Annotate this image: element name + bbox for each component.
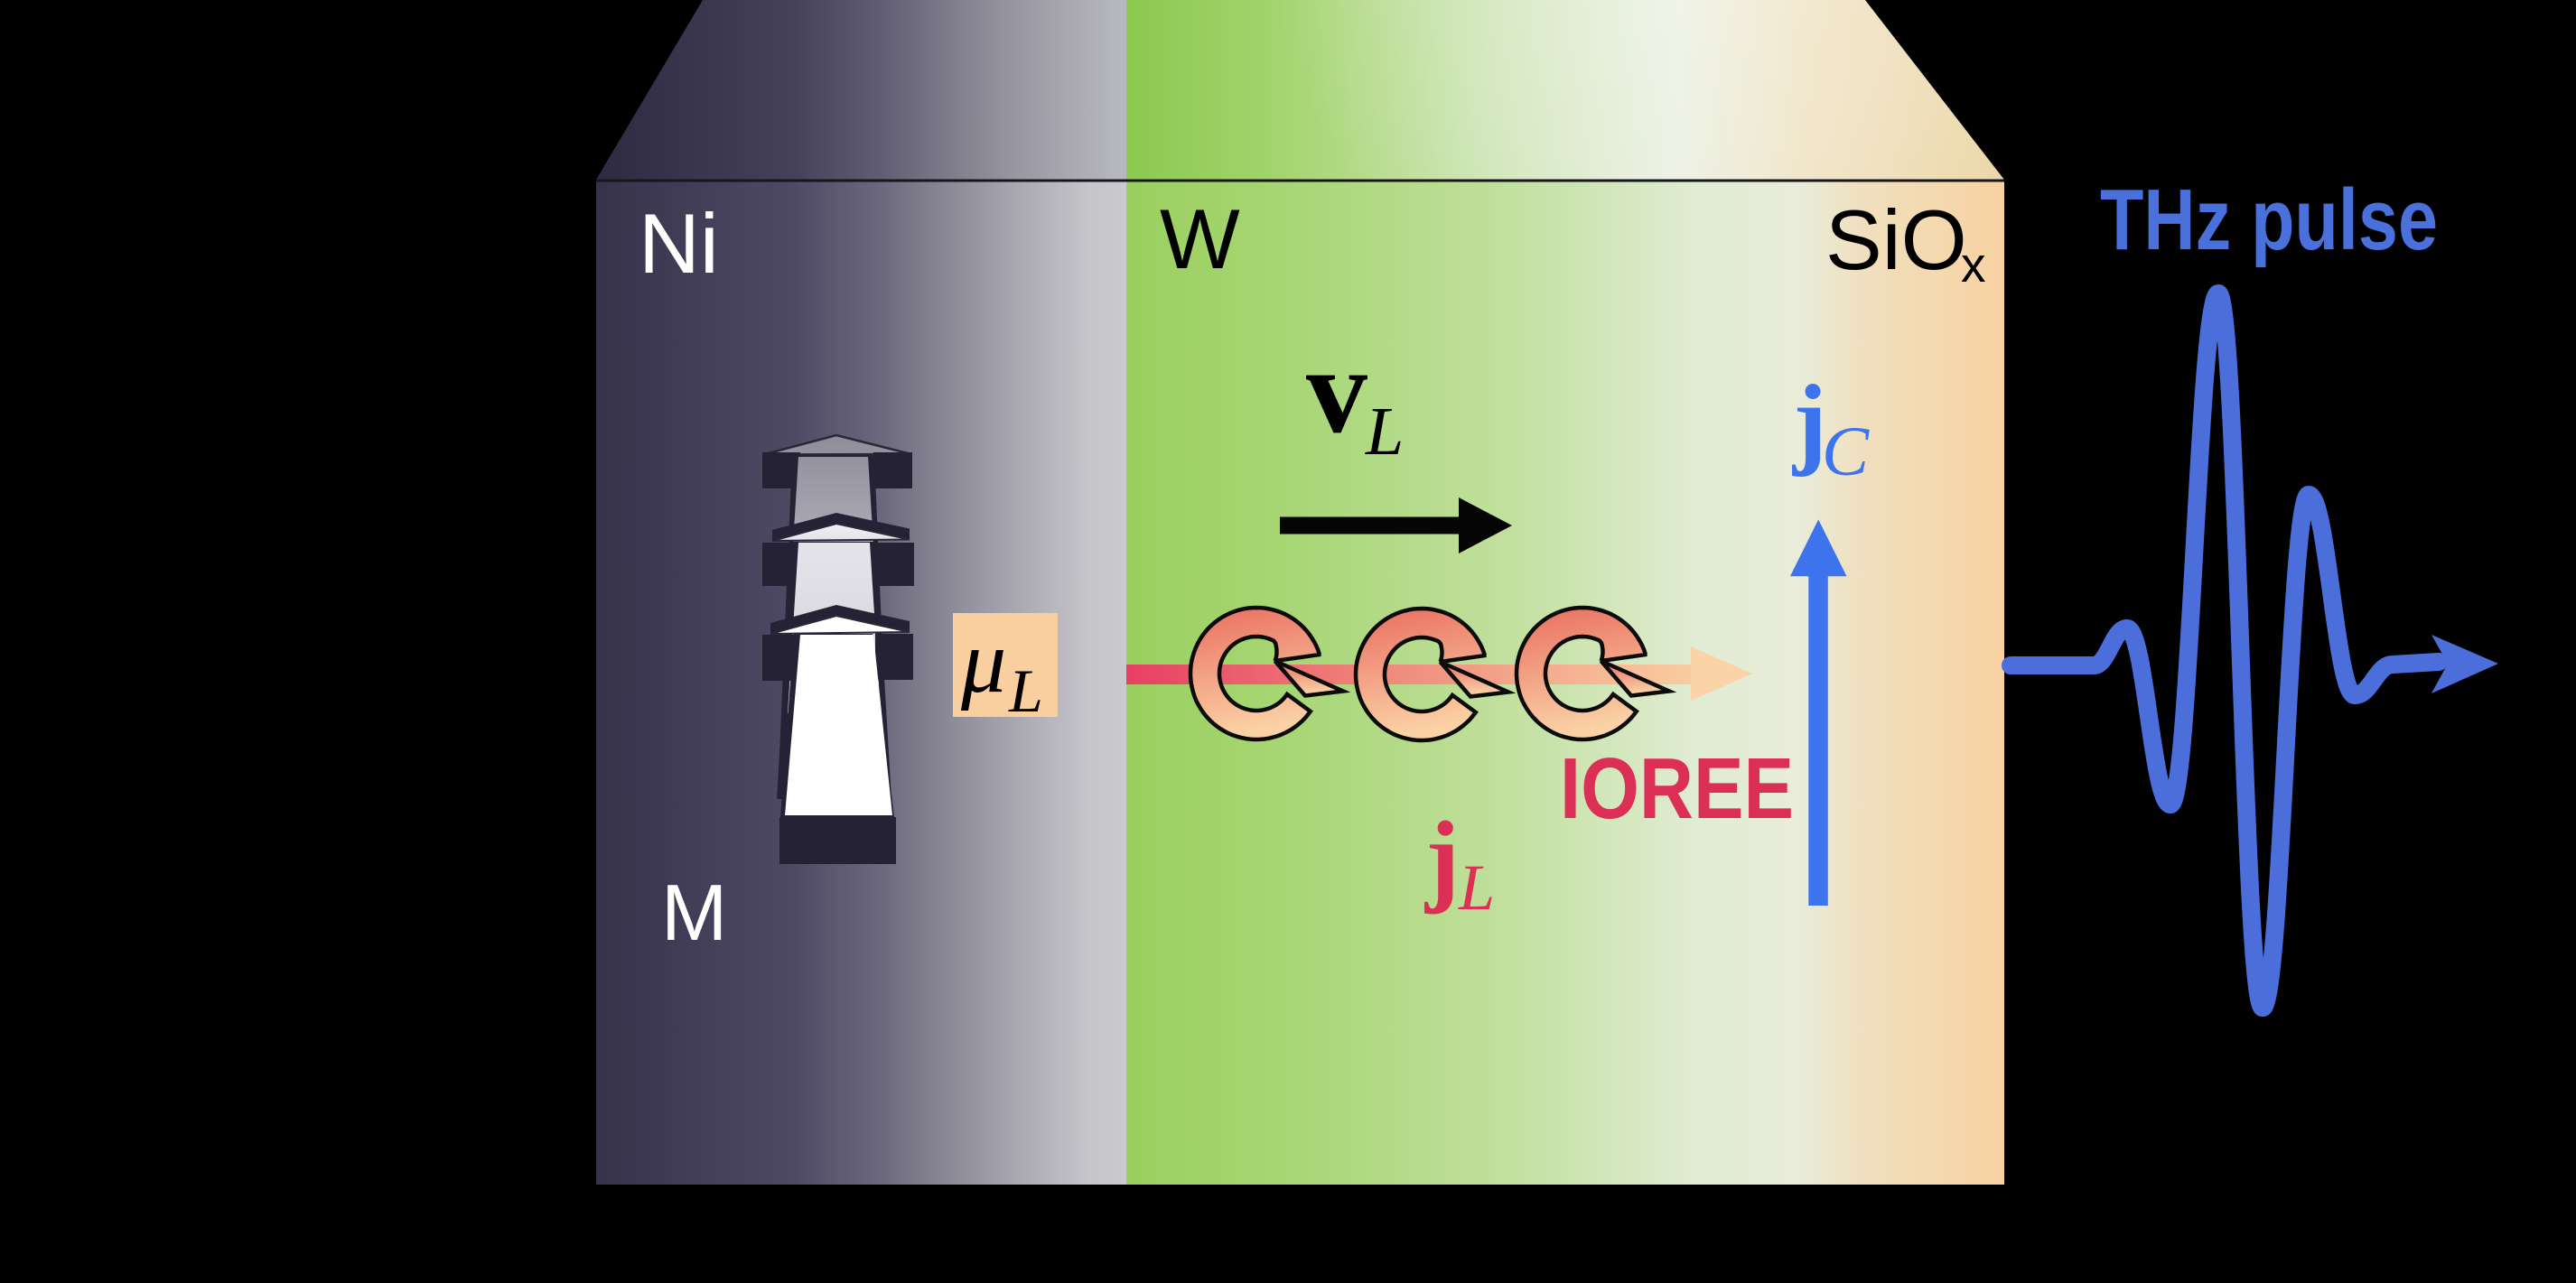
svg-text:M: M [661, 868, 727, 957]
svg-text:L: L [1008, 656, 1043, 725]
svg-text:L: L [1365, 394, 1404, 470]
svg-text:L: L [1458, 851, 1495, 924]
svg-text:C: C [1822, 412, 1870, 490]
svg-text:μ: μ [960, 611, 1006, 711]
svg-text:x: x [1961, 237, 1986, 293]
svg-text:THz pulse: THz pulse [2100, 172, 2438, 268]
svg-text:v: v [1306, 323, 1367, 459]
svg-text:j: j [1424, 800, 1460, 915]
svg-text:j: j [1792, 365, 1827, 478]
svg-text:Ni: Ni [639, 196, 719, 291]
svg-text:IOREE: IOREE [1560, 740, 1794, 837]
svg-text:W: W [1160, 191, 1240, 286]
svg-text:SiO: SiO [1825, 192, 1967, 287]
